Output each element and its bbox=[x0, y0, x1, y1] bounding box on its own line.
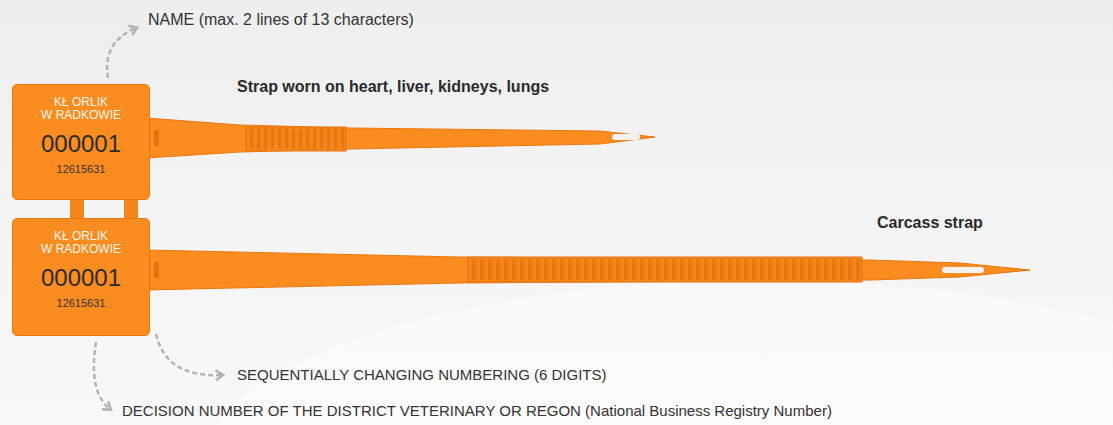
ridge bbox=[528, 259, 532, 280]
ridge bbox=[480, 259, 484, 280]
strap-slot bbox=[942, 267, 984, 273]
ridge bbox=[704, 259, 708, 280]
ridge bbox=[250, 129, 253, 149]
ridge bbox=[544, 259, 548, 280]
ridge bbox=[608, 259, 612, 280]
ridge bbox=[616, 259, 620, 280]
ridge bbox=[664, 259, 668, 280]
ridge bbox=[285, 129, 288, 149]
serial-number: 000001 bbox=[41, 265, 121, 291]
ridge bbox=[320, 129, 323, 149]
ridge bbox=[816, 259, 820, 280]
ridge bbox=[800, 259, 804, 280]
ratchet-zone bbox=[246, 127, 346, 151]
ridge bbox=[512, 259, 516, 280]
strap-notch bbox=[154, 130, 159, 146]
ridge bbox=[856, 259, 860, 280]
ridge bbox=[680, 259, 684, 280]
ridge bbox=[824, 259, 828, 280]
leader-arrow bbox=[94, 342, 110, 409]
ridge bbox=[560, 259, 564, 280]
ridge bbox=[334, 129, 337, 149]
callout-name: NAME (max. 2 lines of 13 characters) bbox=[148, 11, 414, 29]
ridge bbox=[640, 259, 644, 280]
ridge bbox=[472, 259, 476, 280]
ridge bbox=[278, 129, 281, 149]
ridge bbox=[688, 259, 692, 280]
leader-arrow bbox=[156, 334, 222, 375]
owner-name: KŁ ORLIK W RADKOWIE bbox=[19, 230, 143, 256]
ridge bbox=[584, 259, 588, 280]
callout-registry: DECISION NUMBER OF THE DISTRICT VETERINA… bbox=[122, 402, 832, 419]
strap-notch bbox=[154, 262, 159, 278]
ridge bbox=[744, 259, 748, 280]
ridge bbox=[840, 259, 844, 280]
ridge bbox=[776, 259, 780, 280]
ridge bbox=[768, 259, 772, 280]
ridge bbox=[848, 259, 852, 280]
tag-head: KŁ ORLIK W RADKOWIE 000001 12615631 bbox=[12, 84, 150, 200]
ridge bbox=[341, 129, 344, 149]
tag-head: KŁ ORLIK W RADKOWIE 000001 12615631 bbox=[12, 218, 150, 336]
ridge bbox=[648, 259, 652, 280]
ridge bbox=[808, 259, 812, 280]
ridge bbox=[728, 259, 732, 280]
ridge bbox=[306, 129, 309, 149]
ridge bbox=[552, 259, 556, 280]
ridge bbox=[752, 259, 756, 280]
ridge bbox=[784, 259, 788, 280]
carcass-strap bbox=[146, 250, 1030, 290]
ridge bbox=[736, 259, 740, 280]
ridge bbox=[696, 259, 700, 280]
ratchet-ridges bbox=[472, 259, 860, 280]
ridge bbox=[576, 259, 580, 280]
callout-numbering: SEQUENTIALLY CHANGING NUMBERING (6 DIGIT… bbox=[237, 366, 607, 383]
ridge bbox=[292, 129, 295, 149]
ridge bbox=[257, 129, 260, 149]
owner-name: KŁ ORLIK W RADKOWIE bbox=[19, 96, 143, 122]
ridge bbox=[264, 129, 267, 149]
organ-strap bbox=[146, 118, 655, 158]
leader-arrow bbox=[107, 28, 136, 78]
ridge bbox=[832, 259, 836, 280]
ratchet-ridges bbox=[250, 129, 344, 149]
ridge bbox=[536, 259, 540, 280]
ratchet-zone bbox=[468, 257, 862, 282]
ridge bbox=[760, 259, 764, 280]
ridge bbox=[592, 259, 596, 280]
serial-number: 000001 bbox=[41, 131, 121, 157]
strap-caption: Strap worn on heart, liver, kidneys, lun… bbox=[237, 78, 549, 96]
ridge bbox=[656, 259, 660, 280]
ridge bbox=[632, 259, 636, 280]
strap-caption: Carcass strap bbox=[877, 214, 983, 232]
ridge bbox=[327, 129, 330, 149]
ridge bbox=[488, 259, 492, 280]
ridge bbox=[600, 259, 604, 280]
ridge bbox=[271, 129, 274, 149]
ridge bbox=[712, 259, 716, 280]
registry-number: 12615631 bbox=[57, 297, 106, 309]
ridge bbox=[496, 259, 500, 280]
registry-number: 12615631 bbox=[57, 163, 106, 175]
ridge bbox=[568, 259, 572, 280]
ridge bbox=[792, 259, 796, 280]
ridge bbox=[520, 259, 524, 280]
ridge bbox=[313, 129, 316, 149]
ridge bbox=[672, 259, 676, 280]
ridge bbox=[504, 259, 508, 280]
ridge bbox=[624, 259, 628, 280]
strap-slot bbox=[612, 134, 640, 140]
ridge bbox=[720, 259, 724, 280]
ridge bbox=[299, 129, 302, 149]
